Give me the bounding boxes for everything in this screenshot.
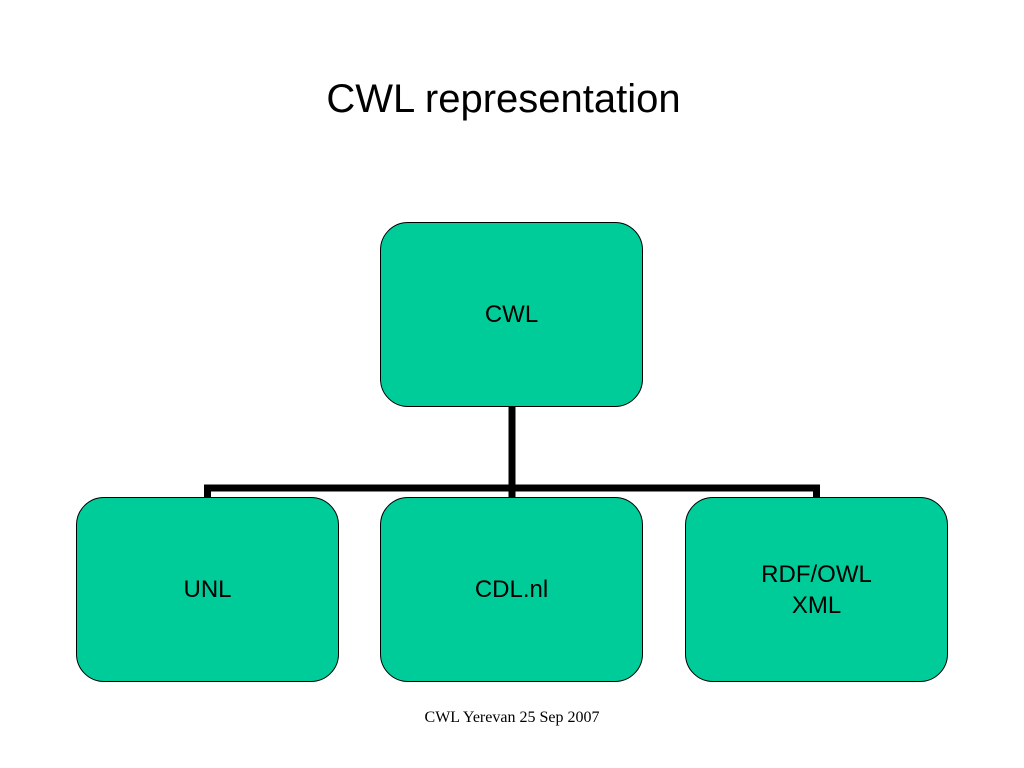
slide-title: CWL representation	[326, 77, 681, 121]
node-rdf-owl-xml: RDF/OWL XML	[685, 497, 948, 682]
node-unl: UNL	[76, 497, 339, 682]
slide-footer: CWL Yerevan 25 Sep 2007	[424, 709, 600, 726]
node-cwl: CWL	[380, 222, 643, 407]
node-cdl-nl: CDL.nl	[380, 497, 643, 682]
